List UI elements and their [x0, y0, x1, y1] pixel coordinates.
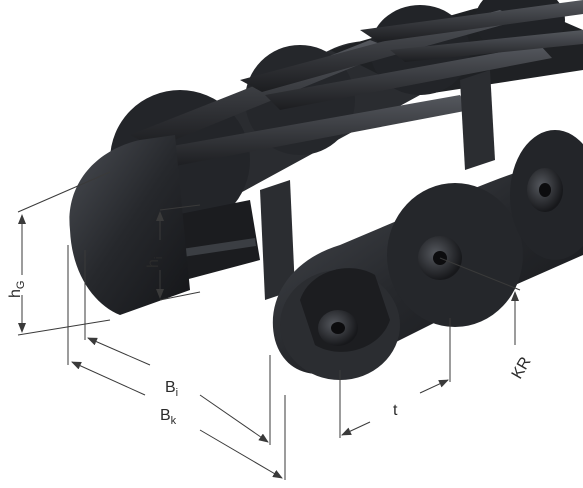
hg-extension-top [17, 171, 111, 213]
hg-label-main: h [7, 289, 24, 298]
hg-extension-bottom [17, 319, 111, 336]
bk-arrow-right [199, 429, 283, 479]
t-label: t [393, 402, 398, 419]
hi-extension-bottom [159, 291, 201, 301]
bk-label-sub: k [171, 415, 177, 427]
svg-text:hi: hi [145, 257, 165, 268]
hi-label-sub: i [153, 257, 165, 259]
bk-arrow-left [71, 361, 146, 396]
t-arrow-right [419, 379, 449, 394]
inner-separator [175, 70, 495, 300]
t-arrow-left [341, 421, 371, 436]
hi-label-main: h [145, 259, 162, 268]
kr-label: KR [509, 354, 535, 382]
hi-extension-top [159, 204, 201, 211]
svg-text:Bi: Bi [165, 379, 178, 399]
bi-label-main: B [165, 379, 176, 396]
crossbars [130, 0, 583, 168]
hg-label-sub: G [15, 281, 27, 290]
svg-text:Bk: Bk [160, 407, 177, 427]
svg-text:hG: hG [7, 281, 27, 298]
bi-arrow-right [199, 394, 269, 443]
left-end-plate [69, 135, 190, 315]
dimension-lines [17, 171, 521, 480]
bi-label-sub: i [176, 387, 178, 399]
kr-leader [439, 257, 521, 291]
bi-arrow-left [87, 337, 151, 366]
bk-label-main: B [160, 407, 171, 424]
